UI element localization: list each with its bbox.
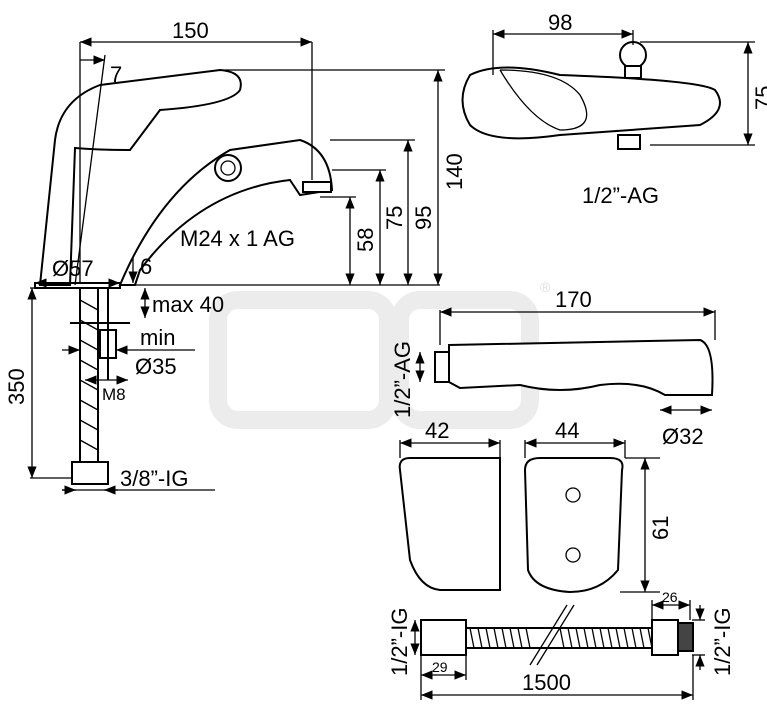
dim-width-150: 150 (172, 18, 209, 43)
dim-angle-7: 7 (110, 62, 122, 87)
label-thread-3-8-ig: 3/8”-IG (120, 466, 188, 491)
connection-under-deck: max 40 min Ø35 M8 350 3/8”-IG (4, 287, 224, 495)
dim-height-95: 95 (411, 206, 436, 230)
dim-length-1500: 1500 (522, 670, 571, 695)
label-thread-half-ag: 1/2”-AG (582, 183, 659, 208)
shower-holder: 42 44 61 (398, 418, 673, 594)
dim-width-44: 44 (555, 418, 579, 443)
dim-height-61: 61 (648, 516, 673, 540)
dim-depth-75: 75 (751, 86, 767, 110)
dim-max-40: max 40 (152, 292, 224, 317)
faucet-top-view: 98 75 1/2”-AG (461, 10, 767, 208)
dim-width-42: 42 (425, 418, 449, 443)
dim-height-58: 58 (353, 228, 378, 252)
dim-width-98: 98 (548, 10, 572, 35)
label-thread-m24: M24 x 1 AG (180, 226, 295, 251)
dim-height-140: 140 (442, 153, 467, 190)
dim-left-29: 29 (432, 659, 448, 675)
dim-right-26: 26 (662, 589, 678, 605)
label-min: min (140, 325, 175, 350)
shower-hose: 1/2”-IG 29 26 1/2”-IG 1500 (387, 589, 735, 700)
label-hose-right-thread: 1/2”-IG (710, 608, 735, 676)
faucet-side-view: 150 7 140 95 75 58 M24 x 1 AG Ø57 6 (34, 18, 467, 289)
hand-shower: 170 1/2”-AG Ø32 (390, 287, 716, 449)
dim-length-170: 170 (555, 287, 592, 312)
dim-height-75: 75 (382, 206, 407, 230)
dim-hole-diameter-35: Ø35 (135, 354, 177, 379)
dim-length-350: 350 (4, 368, 29, 405)
dim-diameter-32: Ø32 (662, 424, 704, 449)
dim-base-diameter: Ø57 (52, 256, 94, 281)
label-thread-shower-ag: 1/2”-AG (390, 341, 415, 418)
dim-base-6: 6 (140, 254, 152, 279)
watermark-registered-mark: ® (540, 279, 551, 295)
label-hose-left-thread: 1/2”-IG (387, 608, 412, 676)
label-bolt-m8: M8 (102, 385, 126, 404)
